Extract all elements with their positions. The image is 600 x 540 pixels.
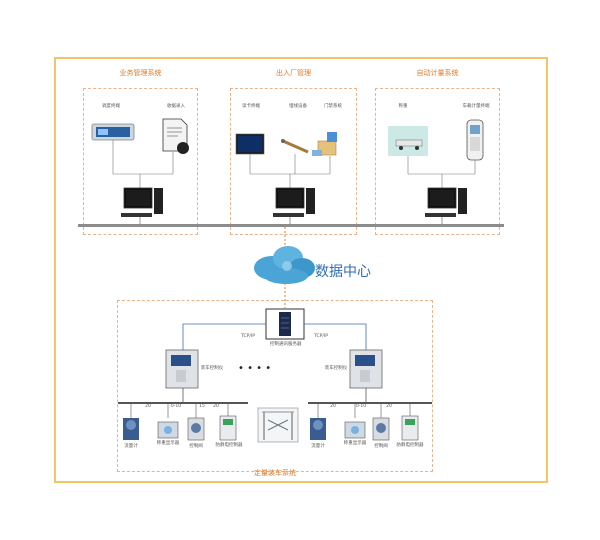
tcp-left-label: TCP/IP [241,334,255,339]
panel-gate [230,88,357,235]
scale-icon [388,126,428,156]
bus-left-num-0: 20 [145,404,151,409]
weigh-display-right-icon [344,421,366,439]
data-center-label: 数据中心 [315,264,371,280]
computer-icon-1 [121,187,163,224]
control-valve-left-label: 控制阀 [189,444,203,449]
bus-left-num-3: 20 [213,404,219,409]
weigh-display-left-icon [157,421,179,439]
antistatic-right-label: 防静电控制器 [396,443,424,448]
field-bus-left [118,402,248,404]
antistatic-left-label: 防静电控制器 [215,443,243,448]
loading-arm-icon [257,407,299,443]
title-metering: 自动计量系统 [416,69,459,77]
control-valve-left-icon [187,417,205,441]
label-receipt: 收据录入 [167,104,185,109]
title-gate: 出入厂管理 [276,69,311,77]
control-valve-right-icon [372,417,390,441]
label-access: 门禁系统 [324,104,342,109]
lan-bus [78,224,504,227]
flowmeter-right-icon [310,418,326,440]
panel-business [83,88,198,235]
bus-right-num-0: 20 [330,404,336,409]
panel-metering [375,88,500,235]
bus-right-num-1: 0-10 [355,404,367,409]
data-center-cloud-icon [254,246,315,284]
controller-right-label: 装车控制仪 [324,366,348,371]
weigh-display-left-label: 称重显示器 [156,441,180,446]
flowmeter-left-label: 流量计 [124,444,138,449]
controller-left-label: 装车控制仪 [200,366,224,371]
tcp-right-label: TCP/IP [314,334,328,339]
label-dispatch: 调度终端 [102,104,120,109]
tcp-link-left [182,323,266,350]
outer-frame [54,57,548,483]
loading-controller-right-icon [349,349,383,389]
label-cable: 埋线设备 [289,104,307,109]
ellipsis: • • • • [238,363,272,374]
bus-left-num-1: 0-10 [170,404,182,409]
tcp-link-right [304,323,367,350]
computer-icon-3 [425,187,467,224]
server-icon [265,308,305,340]
title-loading: 定量装车系统 [254,469,296,477]
cable-icon [281,139,309,154]
antistatic-left-icon [219,415,237,441]
server-label: 控制通讯服务器 [270,342,302,347]
control-valve-right-label: 控制阀 [374,444,388,449]
title-business: 业务管理系统 [119,69,162,77]
label-vehicle-meter: 车载计量终端 [462,104,490,109]
panel-loading [117,300,433,472]
loading-controller-left-icon [165,349,199,389]
field-bus-right [308,402,432,404]
receipt-icon [162,118,189,154]
handheld-meter-icon [466,119,484,161]
card-reader-icon [235,133,265,155]
label-cardreader: 读卡终端 [242,104,260,109]
dispatch-terminal-icon [91,123,135,141]
flowmeter-left-icon [123,418,139,440]
computer-icon-2 [273,187,315,224]
label-weigh: 称重 [398,104,408,109]
access-gate-icon [312,132,337,156]
weigh-display-right-label: 称重显示器 [343,441,367,446]
antistatic-right-icon [401,415,419,441]
bus-left-num-2: 15 [199,404,205,409]
flowmeter-right-label: 流量计 [311,444,325,449]
bus-right-num-2: 20 [386,404,392,409]
